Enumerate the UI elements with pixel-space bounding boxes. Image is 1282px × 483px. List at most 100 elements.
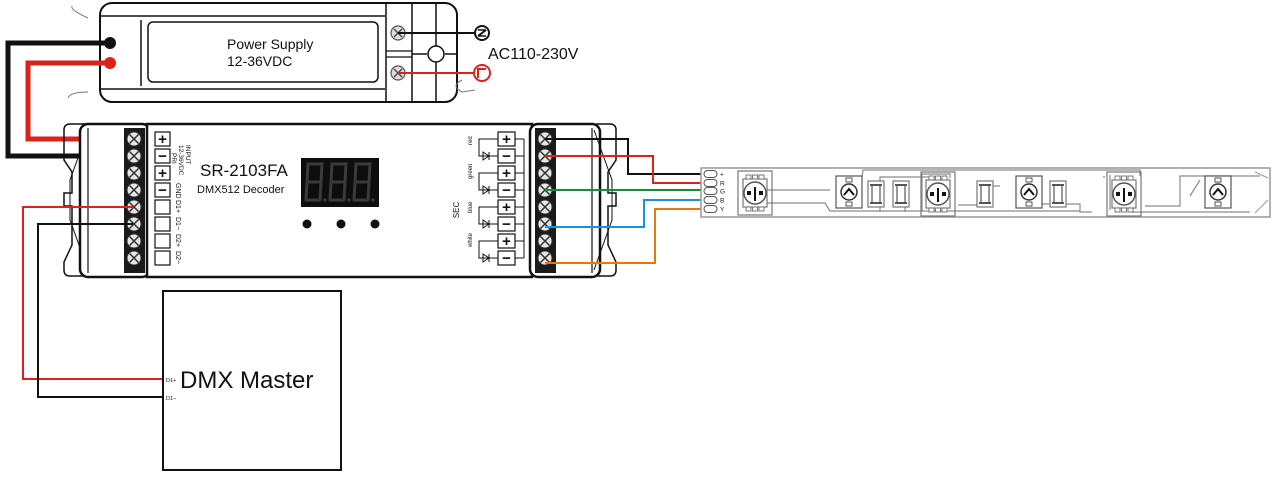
channel-label-white: white — [468, 232, 474, 248]
resistor — [976, 180, 994, 208]
input-pin-box — [154, 233, 171, 249]
psu-mount-tab — [67, 91, 89, 99]
sec-label: SEC — [452, 202, 461, 219]
input-pin-box — [154, 182, 171, 198]
dmx-master-pin-d1-plus: D1+ — [166, 378, 176, 384]
display-digit — [328, 162, 351, 202]
strip-pad — [703, 170, 718, 178]
power-supply: Power Supply 12-36VDC — [67, 2, 476, 103]
output-pin-sign: − — [502, 148, 511, 165]
input-terminal-screw — [125, 147, 143, 165]
input-pin-label: D1− — [174, 217, 181, 230]
output-pin-sign: + — [502, 131, 511, 148]
psu-voltage: 12-36VDC — [227, 53, 292, 69]
psu-title: Power Supply — [227, 36, 313, 52]
input-terminal-screw — [125, 181, 143, 199]
input-pin-box — [154, 165, 171, 181]
led-symbol-icon — [482, 185, 490, 195]
strip-pad-label: G — [720, 189, 725, 196]
ac-live-terminal-icon — [473, 64, 491, 82]
input-terminal-screw — [125, 232, 143, 250]
decoder-button[interactable] — [336, 219, 346, 229]
led-symbol-icon — [482, 219, 490, 229]
input-pin-box — [154, 148, 171, 164]
strip-pad-label: Y — [720, 207, 725, 214]
strip-pad — [703, 179, 718, 187]
led-symbol-icon — [482, 253, 490, 263]
input-terminal-screw — [125, 249, 143, 267]
output-pin-sign: + — [502, 233, 511, 250]
ac-voltage-label: AC110-230V — [488, 46, 579, 63]
pri-label: PRI — [170, 153, 177, 164]
decoder-left-flange — [63, 123, 86, 277]
input-pin-label: D2− — [174, 251, 181, 264]
output-pin-sign: − — [502, 216, 511, 233]
output-pin-sign: + — [502, 165, 511, 182]
strip-pad — [703, 205, 718, 213]
dmx-master-box — [162, 290, 342, 471]
strip-pad-label: R — [720, 181, 725, 188]
output-terminal-screw — [536, 232, 554, 250]
psu-mount-tab — [71, 5, 89, 19]
decoder-button[interactable] — [370, 219, 380, 229]
led-symbol-icon — [482, 151, 490, 161]
input-pin-box — [154, 216, 171, 232]
dmx-master-pin-d1-minus: D1− — [166, 396, 176, 402]
dmx-decoder: +−+− INPUT 12-36VDC PRI GNDD1+D1−D2+D2− … — [63, 122, 617, 279]
input-terminal-screw — [125, 130, 143, 148]
wire-blue — [545, 199, 705, 228]
resistor — [1049, 180, 1067, 208]
channel-label-red: red — [468, 136, 474, 145]
dmx-d1-plus-wire — [22, 206, 165, 380]
output-terminal-screw — [536, 215, 554, 233]
input-terminal-screw — [125, 164, 143, 182]
dmx-master: D1+ D1− DMX Master — [162, 290, 342, 471]
input-pin-label: D1+ — [174, 200, 181, 213]
input-pin-sign: + — [158, 131, 167, 148]
driver-ic — [835, 175, 863, 209]
input-pin-box — [154, 250, 171, 266]
strip-pad-label: B — [720, 198, 724, 205]
dmx-master-title: DMX Master — [180, 367, 313, 394]
input-pin-label: GND — [174, 183, 181, 199]
channel-label-green: green — [468, 164, 474, 179]
wire-orange — [545, 208, 705, 264]
channel-label-blue: blue — [468, 201, 474, 213]
output-pin-sign: + — [502, 199, 511, 216]
strip-pad-label: + — [720, 172, 724, 179]
resistor — [867, 180, 885, 208]
output-pin-sign: − — [502, 182, 511, 199]
decoder-button[interactable] — [302, 219, 312, 229]
dc-negative-wire — [5, 40, 133, 159]
input-pin-sign: − — [158, 182, 167, 199]
psu-label-panel — [147, 21, 379, 83]
input-label: INPUT — [184, 145, 191, 165]
input-label-group: INPUT 12-36VDC PRI — [170, 145, 191, 176]
input-pin-label: D2+ — [174, 234, 181, 247]
strip-pad — [703, 187, 718, 195]
strip-pad — [703, 196, 718, 204]
dmx-d1-minus-wire — [37, 223, 165, 398]
ac-neutral-terminal-icon — [474, 25, 490, 41]
display-digit — [304, 162, 327, 202]
driver-ic — [1015, 175, 1043, 209]
input-pin-sign: + — [158, 165, 167, 182]
wire-red — [545, 155, 705, 184]
resistor — [892, 180, 910, 208]
output-terminal-screw — [536, 198, 554, 216]
input-pin-box — [154, 199, 171, 215]
decoder-subtitle: DMX512 Decoder — [197, 184, 285, 196]
output-pin-sign: − — [502, 250, 511, 267]
output-terminal-screw — [536, 164, 554, 182]
input-pin-sign: − — [158, 148, 167, 165]
display-digits — [304, 162, 375, 202]
decoder-right-flange — [596, 123, 617, 277]
input-voltage-label: 12-36VDC — [177, 145, 184, 176]
decoder-model: SR-2103FA — [200, 161, 289, 180]
ground-terminal-icon — [427, 45, 445, 63]
driver-ic — [1204, 175, 1232, 209]
input-pin-box — [154, 131, 171, 147]
display-digit — [352, 162, 375, 202]
